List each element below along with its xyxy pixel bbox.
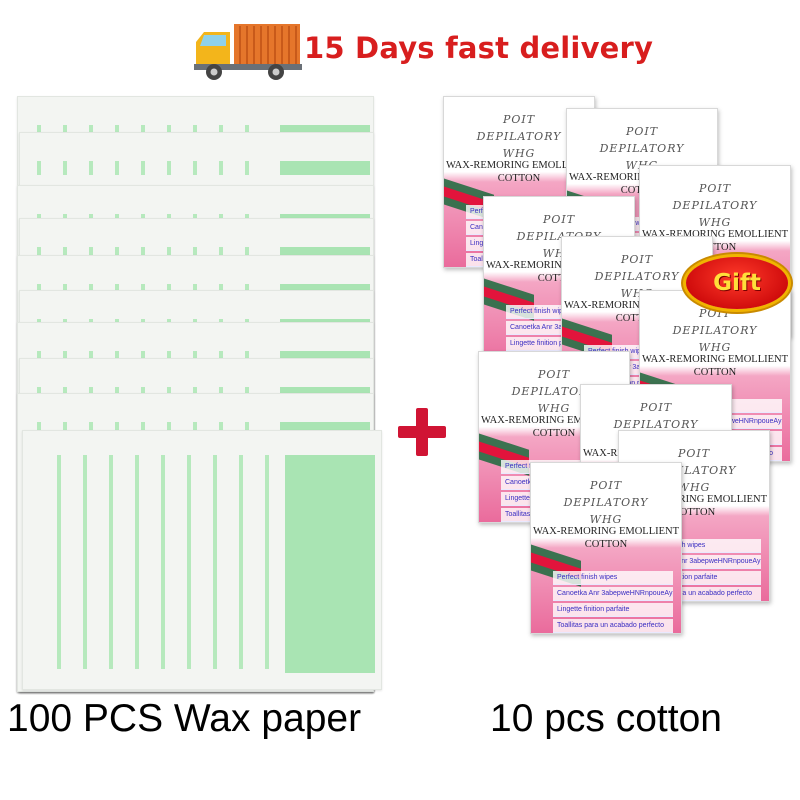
wax-paper-caption: 100 PCS Wax paper [7,697,362,740]
wax-strip [141,161,145,175]
wax-strip [167,422,171,436]
wax-strip [167,161,171,175]
wax-strip [115,161,119,175]
delivery-banner: 15 Days fast delivery [190,18,653,88]
wax-strip [219,247,223,261]
wax-strip [115,422,119,436]
wax-strip [239,455,243,669]
gift-badge: Gift [686,257,788,309]
wax-strip [115,247,119,261]
wax-strip [141,422,145,436]
wax-strip [245,247,249,261]
wax-strip [63,161,67,175]
cotton-caption: 10 pcs cotton [490,697,722,740]
wax-strip [109,455,113,669]
wax-strip [245,422,249,436]
wax-strip [83,455,87,669]
wax-strip [245,161,249,175]
delivery-truck-icon [194,24,302,80]
wax-strip [161,455,165,669]
gift-badge-label: Gift [713,270,761,296]
wax-strip [37,247,41,261]
delivery-text: 15 Days fast delivery [304,31,654,65]
wax-strip [37,161,41,175]
wax-strip [167,247,171,261]
wax-strip [219,422,223,436]
wax-strip [141,247,145,261]
wax-strip [219,161,223,175]
wax-paper-stack [17,96,382,692]
wax-strip [37,422,41,436]
wax-strip [193,422,197,436]
wax-strip [193,247,197,261]
wax-strip [89,422,93,436]
wax-strip-wide [280,161,370,175]
wax-strip [135,455,139,669]
wax-strip-wide [285,455,375,673]
wax-strip [89,247,93,261]
wax-strip [63,247,67,261]
wax-strip [187,455,191,669]
plus-icon [398,408,446,456]
wax-sheet-front [22,430,382,690]
wax-strip [193,161,197,175]
wax-strip [265,455,269,669]
wax-strip [213,455,217,669]
wax-strip [57,455,61,669]
wax-strip [63,422,67,436]
wax-strip [89,161,93,175]
